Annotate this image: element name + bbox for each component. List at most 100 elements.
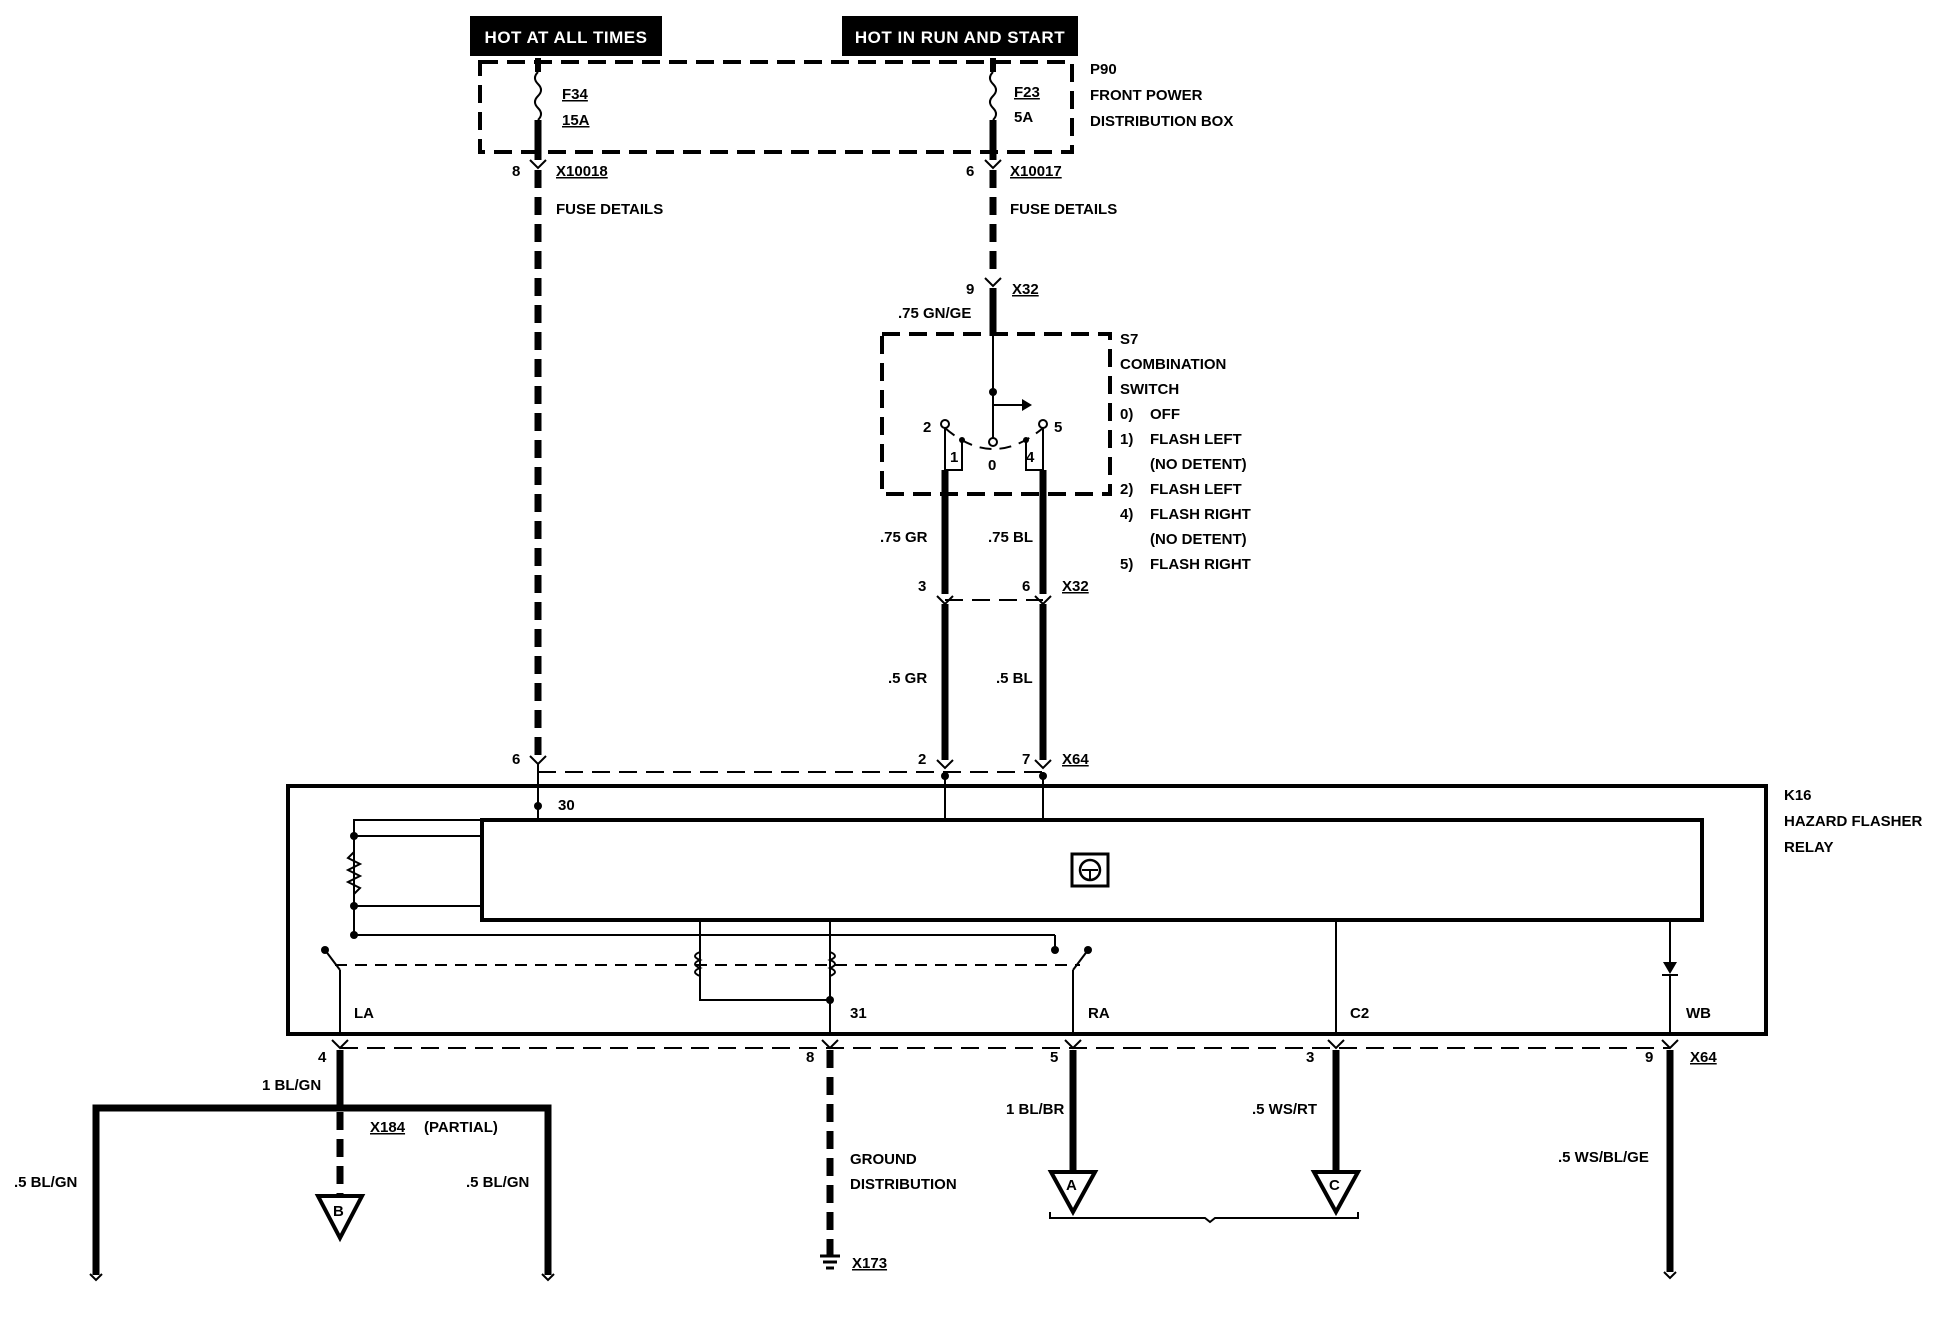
svg-text:FLASH LEFT: FLASH LEFT — [1150, 431, 1242, 448]
header-hot-at-all-times-label: HOT AT ALL TIMES — [485, 28, 648, 47]
relay-term-c2: C2 — [1350, 1005, 1369, 1022]
svg-text:(NO DETENT): (NO DETENT) — [1150, 456, 1247, 473]
x10017-pin: 6 — [966, 163, 974, 180]
x184-note: (PARTIAL) — [424, 1119, 498, 1136]
relay-contacts-and-coil — [321, 920, 1678, 1034]
x32-mid-pin-3: 3 — [918, 578, 926, 595]
p90-label-line1: FRONT POWER — [1090, 87, 1203, 104]
k16-relay-box — [286, 784, 1768, 1036]
x32-top-label: X32 — [1012, 281, 1039, 298]
p90-label-line2: DISTRIBUTION BOX — [1090, 113, 1233, 130]
wire-1-bl-gn-label: 1 BL/GN — [262, 1077, 321, 1094]
s7-pin-5: 5 — [1054, 419, 1062, 436]
relay-term-31: 31 — [850, 1005, 867, 1022]
x64-pin-6: 6 — [512, 751, 520, 768]
k16-id: K16 — [1784, 787, 1812, 804]
relay-term-la: LA — [354, 1005, 374, 1022]
x64-bottom-pins — [331, 1039, 1679, 1050]
connector-x10018-symbol — [529, 159, 547, 170]
x64-bottom-pin-4: 4 — [318, 1049, 327, 1066]
svg-text:1): 1) — [1120, 431, 1133, 448]
s7-pos-4: 4 — [1026, 449, 1035, 466]
x64-bottom-pin-8: 8 — [806, 1049, 814, 1066]
fuse-f34-rating: 15A — [562, 112, 590, 129]
ground-label-line1: GROUND — [850, 1151, 917, 1168]
fuse-f23-name: F23 — [1014, 84, 1040, 101]
x64-bottom-pin-9: 9 — [1645, 1049, 1653, 1066]
x32-top-pin: 9 — [966, 281, 974, 298]
x32-mid-label: X32 — [1062, 578, 1089, 595]
relay-electronic-module — [480, 818, 1704, 922]
svg-text:FLASH RIGHT: FLASH RIGHT — [1150, 556, 1251, 573]
s7-label-line1: COMBINATION — [1120, 356, 1226, 373]
fuse-f34 — [534, 71, 542, 121]
wire-05-gr-label: .5 GR — [888, 670, 927, 687]
svg-text:2): 2) — [1120, 481, 1133, 498]
connector-x32-top-symbol — [984, 277, 1002, 288]
x64-bottom-pin-3: 3 — [1306, 1049, 1314, 1066]
svg-text:FLASH RIGHT: FLASH RIGHT — [1150, 506, 1251, 523]
wire-05-bl-gn-branch — [92, 1104, 552, 1275]
wire-075-gr-label: .75 GR — [880, 529, 928, 546]
svg-text:FLASH LEFT: FLASH LEFT — [1150, 481, 1242, 498]
relay-term-30: 30 — [558, 797, 575, 814]
wire-075-bl-label: .75 BL — [988, 529, 1033, 546]
ground-symbol-x173 — [820, 1254, 840, 1270]
s7-label-line2: SWITCH — [1120, 381, 1179, 398]
ref-a-triangle — [1047, 1170, 1099, 1217]
wire-1-bl-br-label: 1 BL/BR — [1006, 1101, 1065, 1118]
ground-label-line2: DISTRIBUTION — [850, 1176, 957, 1193]
svg-text:0): 0) — [1120, 406, 1133, 423]
s7-switch-internals: 0 2 5 1 4 — [923, 336, 1062, 474]
svg-text:(NO DETENT): (NO DETENT) — [1150, 531, 1247, 548]
x10017-label: X10017 — [1010, 163, 1062, 180]
ref-bracket — [1049, 1212, 1359, 1224]
s7-pos-0: 0 — [988, 457, 996, 474]
s7-legend: 0) OFF 1) FLASH LEFT (NO DETENT) 2) FLAS… — [1120, 406, 1251, 573]
k16-label-line2: RELAY — [1784, 839, 1833, 856]
fuse-details-left: FUSE DETAILS — [556, 201, 663, 218]
svg-text:OFF: OFF — [1150, 406, 1180, 423]
relay-term-ra: RA — [1088, 1005, 1110, 1022]
wire-gn-ge-label: .75 GN/GE — [898, 305, 971, 322]
wire-05-bl-label: .5 BL — [996, 670, 1033, 687]
ref-b-label: B — [333, 1203, 344, 1220]
fuse-f23 — [989, 71, 997, 121]
x64-pin-2: 2 — [918, 751, 926, 768]
ref-b-triangle — [314, 1194, 366, 1243]
x32-mid-pin-6: 6 — [1022, 578, 1030, 595]
s7-switch-box — [880, 332, 1112, 496]
x173-label: X173 — [852, 1255, 887, 1272]
fuse-f23-rating: 5A — [1014, 109, 1033, 126]
x64-top-label: X64 — [1062, 751, 1089, 768]
x64-bottom-label: X64 — [1690, 1049, 1717, 1066]
header-hot-in-run-label: HOT IN RUN AND START — [855, 28, 1065, 47]
header-hot-in-run-and-start: HOT IN RUN AND START — [842, 16, 1078, 56]
electronic-module-icon — [1070, 852, 1110, 888]
fuse-details-right: FUSE DETAILS — [1010, 201, 1117, 218]
svg-text:5): 5) — [1120, 556, 1133, 573]
header-hot-at-all-times: HOT AT ALL TIMES — [470, 16, 662, 56]
ref-a-label: A — [1066, 1177, 1077, 1194]
wire-05-ws-bl-ge-label: .5 WS/BL/GE — [1558, 1149, 1649, 1166]
ref-c-triangle — [1310, 1170, 1362, 1217]
s7-pin-2: 2 — [923, 419, 931, 436]
s7-pos-1: 1 — [950, 449, 958, 466]
p90-distribution-box — [478, 60, 1074, 154]
x10018-label: X10018 — [556, 163, 608, 180]
s7-id: S7 — [1120, 331, 1138, 348]
wire-05-bl-gn-left-label: .5 BL/GN — [14, 1174, 77, 1191]
relay-term-wb: WB — [1686, 1005, 1711, 1022]
connector-x10017-symbol — [984, 159, 1002, 170]
x10018-pin: 8 — [512, 163, 520, 180]
ref-c-label: C — [1329, 1177, 1340, 1194]
k16-label-line1: HAZARD FLASHER — [1784, 813, 1922, 830]
x64-bottom-pin-5: 5 — [1050, 1049, 1058, 1066]
p90-id: P90 — [1090, 61, 1117, 78]
wire-05-ws-rt-label: .5 WS/RT — [1252, 1101, 1317, 1118]
relay-resistor — [345, 851, 363, 895]
x64-pin-7: 7 — [1022, 751, 1030, 768]
svg-text:4): 4) — [1120, 506, 1133, 523]
x184-label: X184 — [370, 1119, 406, 1136]
